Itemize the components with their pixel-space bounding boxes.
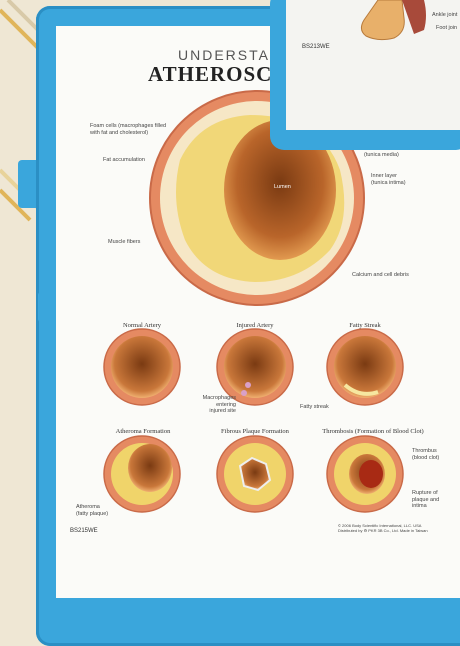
- label-ankle-joint: Ankle joint: [432, 12, 457, 19]
- inset-poster-code: BS213WE: [302, 44, 330, 50]
- label-foot-joint: Foot join: [436, 25, 457, 32]
- foot-illustration: [0, 0, 460, 615]
